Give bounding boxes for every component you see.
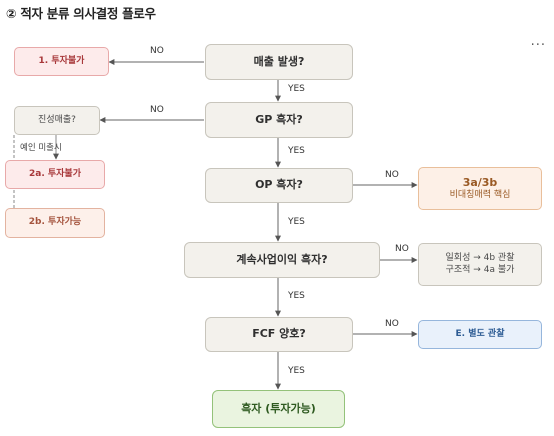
node-case-3-subtitle: 비대칭매력 핵심 bbox=[449, 189, 511, 200]
node-reject-1-label: 1. 투자불가 bbox=[38, 55, 85, 66]
node-gp-label: GP 흑자? bbox=[255, 112, 303, 126]
node-case-4: 일회성 → 4b 관찰 구조적 → 4a 불가 bbox=[418, 243, 542, 286]
node-fcf-label: FCF 양호? bbox=[252, 327, 306, 341]
node-case-3: 3a/3b 비대칭매력 핵심 bbox=[418, 167, 542, 210]
node-op-label: OP 흑자? bbox=[255, 178, 303, 192]
label-no-fcf: NO bbox=[385, 319, 399, 329]
label-no-cont: NO bbox=[395, 244, 409, 254]
node-true-revenue-label: 진성매출? bbox=[38, 114, 76, 125]
node-final-label: 흑자 (투자가능) bbox=[241, 401, 316, 415]
node-revenue-label: 매출 발생? bbox=[253, 54, 305, 68]
node-reject-1: 1. 투자불가 bbox=[14, 47, 109, 76]
node-final: 흑자 (투자가능) bbox=[212, 390, 345, 428]
label-no-gp: NO bbox=[150, 105, 164, 115]
label-yes-fcf: YES bbox=[288, 291, 305, 301]
label-no-revenue: NO bbox=[150, 46, 164, 56]
node-reject-2a-label: 2a. 투자불가 bbox=[28, 168, 81, 179]
node-continuing-ops: 계속사업이익 흑자? bbox=[184, 242, 380, 278]
label-pre-revenue: 예인 미출시 bbox=[20, 143, 62, 153]
node-revenue: 매출 발생? bbox=[205, 44, 353, 80]
label-yes-cont: YES bbox=[288, 217, 305, 227]
node-op: OP 흑자? bbox=[205, 168, 353, 203]
label-no-op: NO bbox=[385, 170, 399, 180]
node-continuing-ops-label: 계속사업이익 흑자? bbox=[236, 252, 328, 266]
label-yes-gp: YES bbox=[288, 84, 305, 94]
node-observe-label: E. 별도 관찰 bbox=[455, 328, 505, 339]
label-yes-final: YES bbox=[288, 366, 305, 376]
node-case-4-line1: 일회성 → 4b 관찰 bbox=[445, 252, 515, 263]
label-yes-op: YES bbox=[288, 146, 305, 156]
node-reject-2a: 2a. 투자불가 bbox=[5, 160, 105, 189]
node-fcf: FCF 양호? bbox=[205, 317, 353, 352]
node-true-revenue: 진성매출? bbox=[14, 106, 100, 135]
more-options-icon[interactable]: ... bbox=[530, 34, 546, 49]
node-case-4-line2: 구조적 → 4a 불가 bbox=[445, 264, 515, 275]
node-gp: GP 흑자? bbox=[205, 102, 353, 138]
node-invest-2b-label: 2b. 투자가능 bbox=[28, 217, 82, 228]
page-title: ② 적자 분류 의사결정 플로우 bbox=[6, 6, 156, 21]
node-observe: E. 별도 관찰 bbox=[418, 320, 542, 349]
node-invest-2b: 2b. 투자가능 bbox=[5, 208, 105, 238]
node-case-3-title: 3a/3b bbox=[462, 175, 498, 189]
